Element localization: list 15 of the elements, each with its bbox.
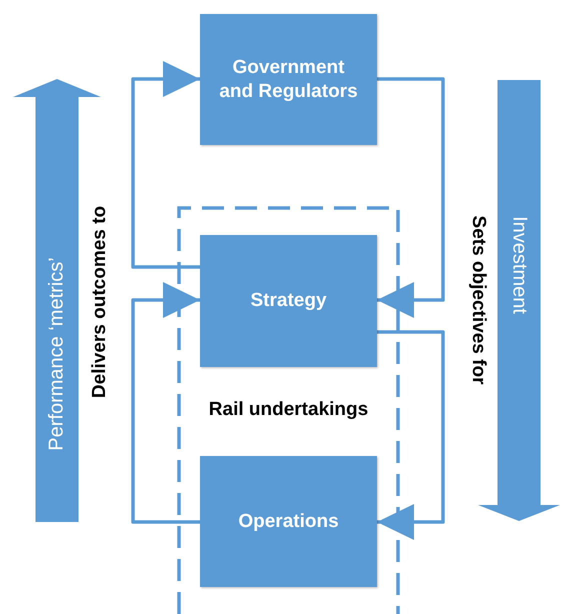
- arrow-label: Performance ‘metrics’: [46, 256, 68, 450]
- box-label: Strategy: [250, 289, 327, 313]
- process-box: [200, 456, 377, 587]
- box-label: Operations: [238, 510, 339, 534]
- box-label: Government and Regulators: [218, 56, 359, 104]
- side-label: Delivers outcomes to: [89, 206, 111, 398]
- connector-arrow: [377, 330, 445, 540]
- connector-arrow: [377, 77, 445, 318]
- arrow-label: Investment: [508, 216, 530, 314]
- process-box: [200, 14, 377, 145]
- side-label: Sets objectives for: [467, 216, 489, 384]
- connector-arrow: [131, 282, 200, 524]
- process-box: [200, 235, 377, 367]
- group-label: Rail undertakings: [208, 399, 370, 421]
- connector-arrow: [131, 61, 200, 269]
